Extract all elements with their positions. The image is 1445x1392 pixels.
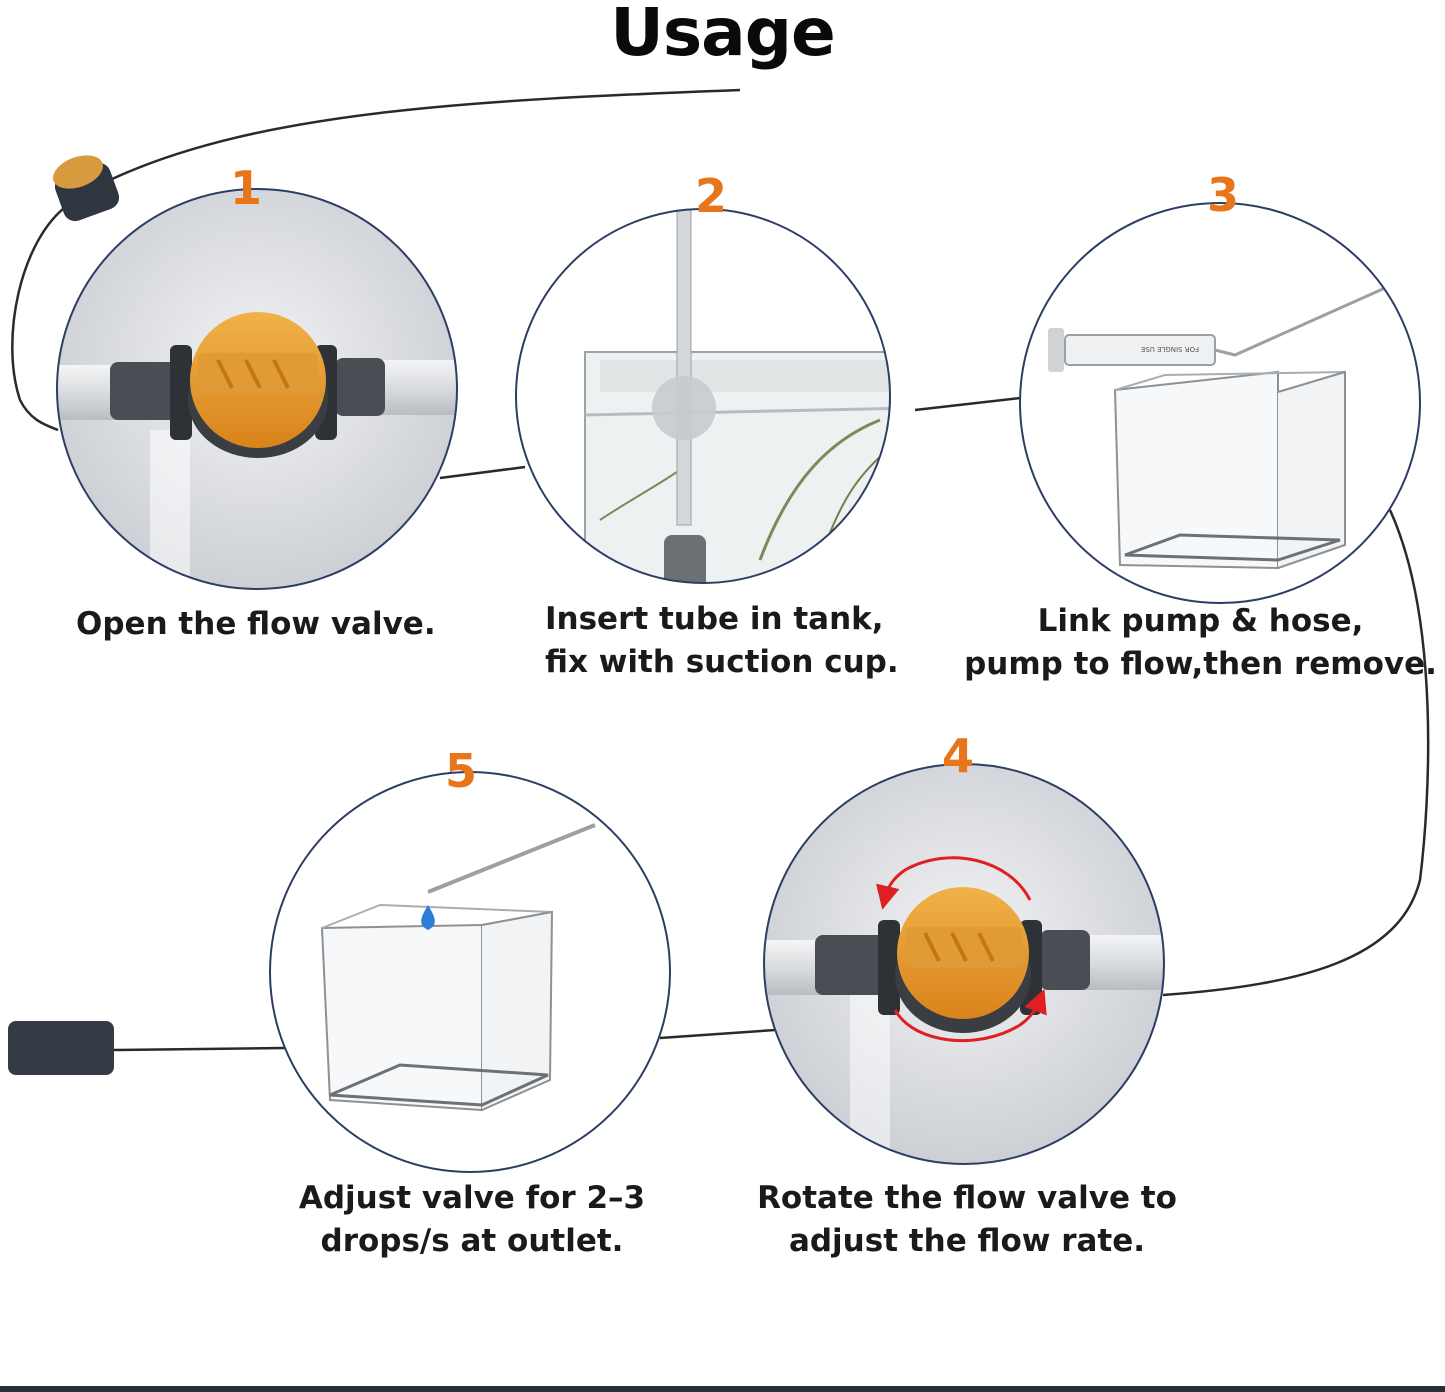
step-5-illustration: [269, 771, 671, 1173]
step-4-number: 4: [942, 729, 975, 783]
step-1-number: 1: [230, 161, 263, 215]
step-4-caption-line-1: Rotate the flow valve to: [757, 1180, 1177, 1216]
step-3-number: 3: [1207, 168, 1240, 222]
step-4-caption-line-2: adjust the flow rate.: [788, 1223, 1146, 1259]
step-2-number: 2: [695, 169, 728, 223]
step-5-number: 5: [445, 744, 478, 798]
step-5-caption: Adjust valve for 2–3 drops/s at outlet.: [296, 1177, 648, 1263]
step-3-illustration: FOR SINGLE USE: [1019, 202, 1421, 604]
step-1-caption-line-1: Open the flow valve.: [76, 606, 436, 642]
step-2-caption: Insert tube in tank, fix with suction cu…: [545, 598, 899, 684]
step-4-caption: Rotate the flow valve to adjust the flow…: [757, 1177, 1177, 1263]
step-1-illustration: [56, 188, 458, 590]
step-2-caption-line-1: Insert tube in tank,: [545, 601, 884, 637]
step-2-caption-line-2: fix with suction cup.: [545, 644, 899, 680]
rotate-arrow-top-icon: [876, 856, 1032, 910]
step-3-caption-line-2: pump to flow,then remove.: [964, 646, 1437, 682]
step-3-caption: Link pump & hose, pump to flow,then remo…: [963, 600, 1438, 686]
page-title: Usage: [610, 0, 835, 71]
water-drop-icon: [421, 905, 435, 930]
step-2-illustration: [515, 208, 891, 584]
air-pump-icon: [8, 1021, 114, 1075]
step-3-caption-line-1: Link pump & hose,: [1037, 603, 1364, 639]
rotate-arrow-bottom-icon: [893, 988, 1047, 1043]
bottom-divider: [0, 1386, 1445, 1392]
hose-line: [11, 88, 1430, 1052]
check-valve-icon: [53, 155, 120, 222]
step-5-caption-line-2: drops/s at outlet.: [320, 1223, 624, 1259]
step-5-caption-line-1: Adjust valve for 2–3: [298, 1180, 646, 1216]
syringe-label: FOR SINGLE USE: [1141, 345, 1199, 353]
step-1-caption: Open the flow valve.: [76, 603, 436, 646]
step-4-illustration: [763, 763, 1165, 1165]
